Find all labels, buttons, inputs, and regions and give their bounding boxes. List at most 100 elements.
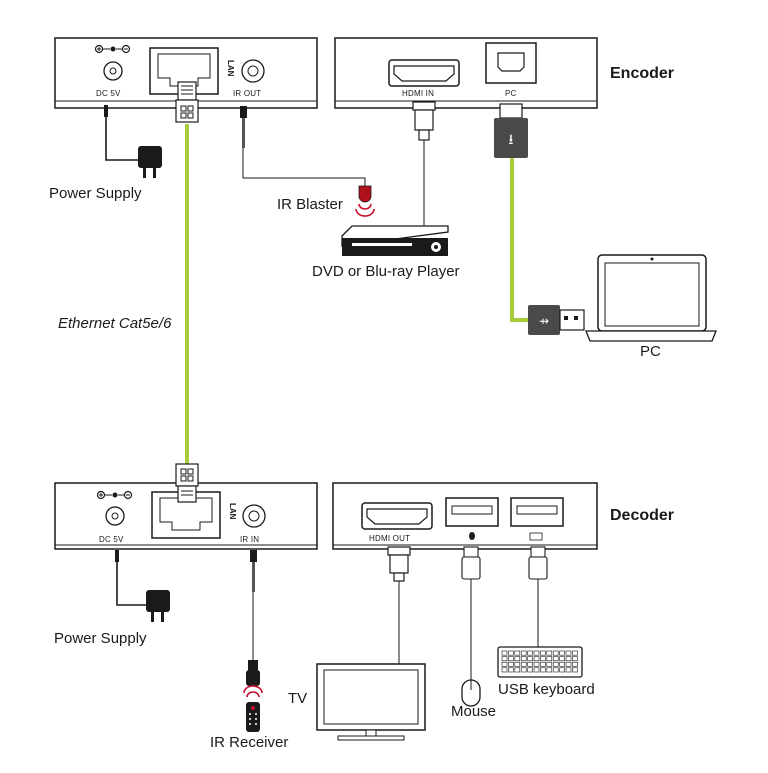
polarity-symbol <box>96 490 133 500</box>
keyboard-key <box>527 667 533 673</box>
encoder-dc-label: DC 5V <box>96 89 121 98</box>
laptop-icon <box>585 254 717 342</box>
dc-jack <box>103 61 123 81</box>
keyboard-key <box>565 667 572 673</box>
keyboard-key <box>527 656 533 662</box>
keyboard-key <box>540 667 546 673</box>
usb-plug-icon: ⇸ <box>528 305 585 335</box>
encoder-title: Encoder <box>610 65 675 82</box>
mouse-icon <box>469 532 475 540</box>
power-supply-bottom-label: Power Supply <box>54 630 147 647</box>
keyboard-key <box>559 656 565 662</box>
power-adapter-icon <box>138 146 162 178</box>
decoder-ir-label: IR IN <box>240 535 260 544</box>
ir-out-jack <box>241 59 265 83</box>
dvd-player-icon <box>341 225 449 256</box>
keyboard-key <box>552 661 559 667</box>
keyboard-key <box>565 650 572 656</box>
keyboard-key <box>546 656 553 662</box>
ir-blaster-icon <box>355 185 375 217</box>
keyboard-key <box>572 667 578 673</box>
keyboard-key <box>546 667 553 673</box>
keyboard-key <box>508 667 514 673</box>
pc-label: PC <box>640 343 661 360</box>
keyboard-key <box>552 650 559 656</box>
usb-a-port-keyboard <box>510 497 564 527</box>
encoder-ir-label: IR OUT <box>233 89 262 98</box>
keyboard-key <box>540 650 546 656</box>
keyboard-icon <box>529 532 543 541</box>
keyboard-key <box>559 661 565 667</box>
hdmi-in-port <box>388 59 460 87</box>
keyboard-key <box>508 656 514 662</box>
rj45-plug-icon <box>175 81 199 123</box>
keyboard-key <box>514 650 521 656</box>
keyboard-key <box>520 656 527 662</box>
usb-plug-icon: ⭳ <box>494 103 528 158</box>
mouse-icon <box>461 679 481 707</box>
power-cable-top <box>104 105 138 161</box>
usb-plug-icon <box>461 546 481 680</box>
ir-signal-icon <box>243 685 263 698</box>
keyboard-key <box>546 650 553 656</box>
decoder-title: Decoder <box>610 507 675 524</box>
keyboard-key <box>501 667 508 673</box>
keyboard-icon <box>497 646 583 678</box>
keyboard-key <box>540 661 546 667</box>
keyboard-key <box>552 656 559 662</box>
power-adapter-icon <box>146 590 170 622</box>
keyboard-key <box>520 667 527 673</box>
keyboard-key <box>501 656 508 662</box>
usb-plug-icon <box>528 546 548 647</box>
svg-text:⭳: ⭳ <box>509 131 514 147</box>
ir-receiver-label: IR Receiver <box>210 734 289 751</box>
encoder-main-unit <box>334 37 598 109</box>
keyboard-key <box>559 650 565 656</box>
hdmi-out-port <box>361 502 433 530</box>
keyboard-key <box>565 661 572 667</box>
polarity-symbol <box>94 44 131 54</box>
ir-blaster-label: IR Blaster <box>277 196 343 213</box>
keyboard-key <box>508 650 514 656</box>
keyboard-key <box>508 661 514 667</box>
keyboard-key <box>540 656 546 662</box>
ethernet-label: Ethernet Cat5e/6 <box>58 315 172 332</box>
keyboard-key <box>514 656 521 662</box>
usb-keyboard-label: USB keyboard <box>498 681 595 698</box>
mouse-label: Mouse <box>451 703 497 720</box>
usb-a-port-mouse <box>445 497 499 527</box>
keyboard-key <box>533 667 540 673</box>
keyboard-key <box>501 661 508 667</box>
keyboard-key <box>572 650 578 656</box>
keyboard-key <box>520 661 527 667</box>
decoder-dc-label: DC 5V <box>99 535 124 544</box>
keyboard-key <box>546 661 553 667</box>
tv-icon <box>316 663 426 741</box>
keyboard-key <box>559 667 565 673</box>
power-cable-bottom <box>115 550 146 606</box>
keyboard-key <box>533 656 540 662</box>
decoder-lan-label: LAN <box>228 503 237 520</box>
keyboard-key <box>565 656 572 662</box>
usb-cable-pc <box>510 158 528 322</box>
ir-receiver-icon <box>246 660 260 686</box>
tv-label: TV <box>288 690 308 707</box>
ir-blaster-cable <box>240 106 366 186</box>
keyboard-key <box>552 667 559 673</box>
encoder-usb-label: PC <box>505 89 517 98</box>
rj45-plug-icon <box>175 463 199 503</box>
keyboard-key <box>514 661 521 667</box>
keyboard-key <box>527 650 533 656</box>
keyboard-key <box>533 661 540 667</box>
decoder-main-unit <box>332 482 598 550</box>
remote-icon <box>246 702 260 732</box>
dc-jack <box>105 506 125 526</box>
usb-b-port <box>485 42 537 84</box>
encoder-hdmi-label: HDMI IN <box>402 89 435 98</box>
keyboard-key <box>533 650 540 656</box>
decoder-hdmi-label: HDMI OUT <box>369 534 411 543</box>
dvd-player-label: DVD or Blu-ray Player <box>312 263 460 280</box>
hdmi-plug-icon <box>387 546 411 664</box>
